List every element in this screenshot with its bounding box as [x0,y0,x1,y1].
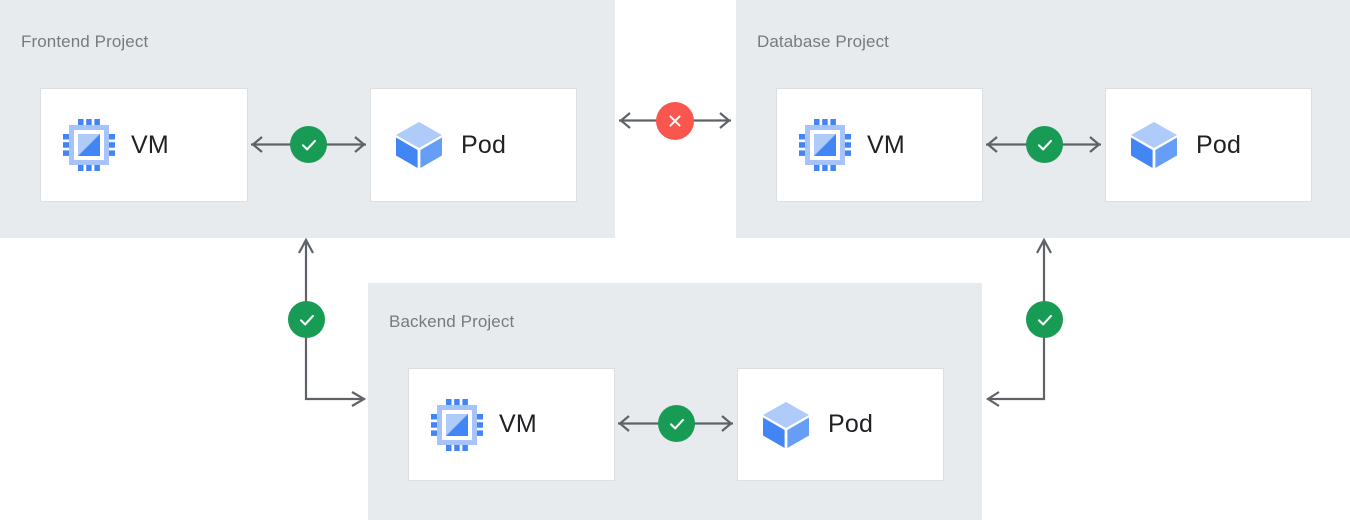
resource-label-frontend-pod: Pod [461,130,507,159]
pod-cube-icon [763,401,809,448]
resource-card-backend-vm[interactable]: VM [408,368,615,481]
resource-label-backend-vm: VM [499,410,537,438]
vm-chip-icon [63,119,115,171]
status-badge-frontend-internal[interactable] [290,126,327,163]
resource-card-backend-pod[interactable]: Pod [737,368,944,481]
status-badge-database-internal[interactable] [1026,126,1063,163]
resource-card-frontend-pod[interactable]: Pod [370,88,577,202]
resource-card-database-pod[interactable]: Pod [1105,88,1312,202]
x-circle-icon [669,115,681,127]
check-circle-icon [1037,314,1052,325]
check-circle-icon [299,314,314,325]
pod-cube-icon [396,122,442,168]
vm-chip-icon [799,119,851,171]
panel-title-database: Database Project [757,32,890,51]
check-circle-icon [301,139,316,150]
resource-label-frontend-vm: VM [131,130,169,159]
status-badge-backend-internal[interactable] [658,405,695,442]
panel-title-backend: Backend Project [389,312,515,331]
status-badge-frontend-database[interactable] [656,102,694,140]
resource-card-frontend-vm[interactable]: VM [40,88,248,202]
resource-label-database-pod: Pod [1196,130,1242,159]
resource-label-database-vm: VM [867,130,905,159]
resource-card-database-vm[interactable]: VM [776,88,983,202]
panel-title-frontend: Frontend Project [21,32,149,51]
resource-label-backend-pod: Pod [828,410,874,438]
pod-cube-icon [1131,122,1177,168]
vm-chip-icon [431,398,483,451]
status-badge-database-backend[interactable] [1026,301,1063,338]
status-badge-frontend-backend[interactable] [288,301,325,338]
check-circle-icon [669,418,684,429]
check-circle-icon [1037,139,1052,150]
